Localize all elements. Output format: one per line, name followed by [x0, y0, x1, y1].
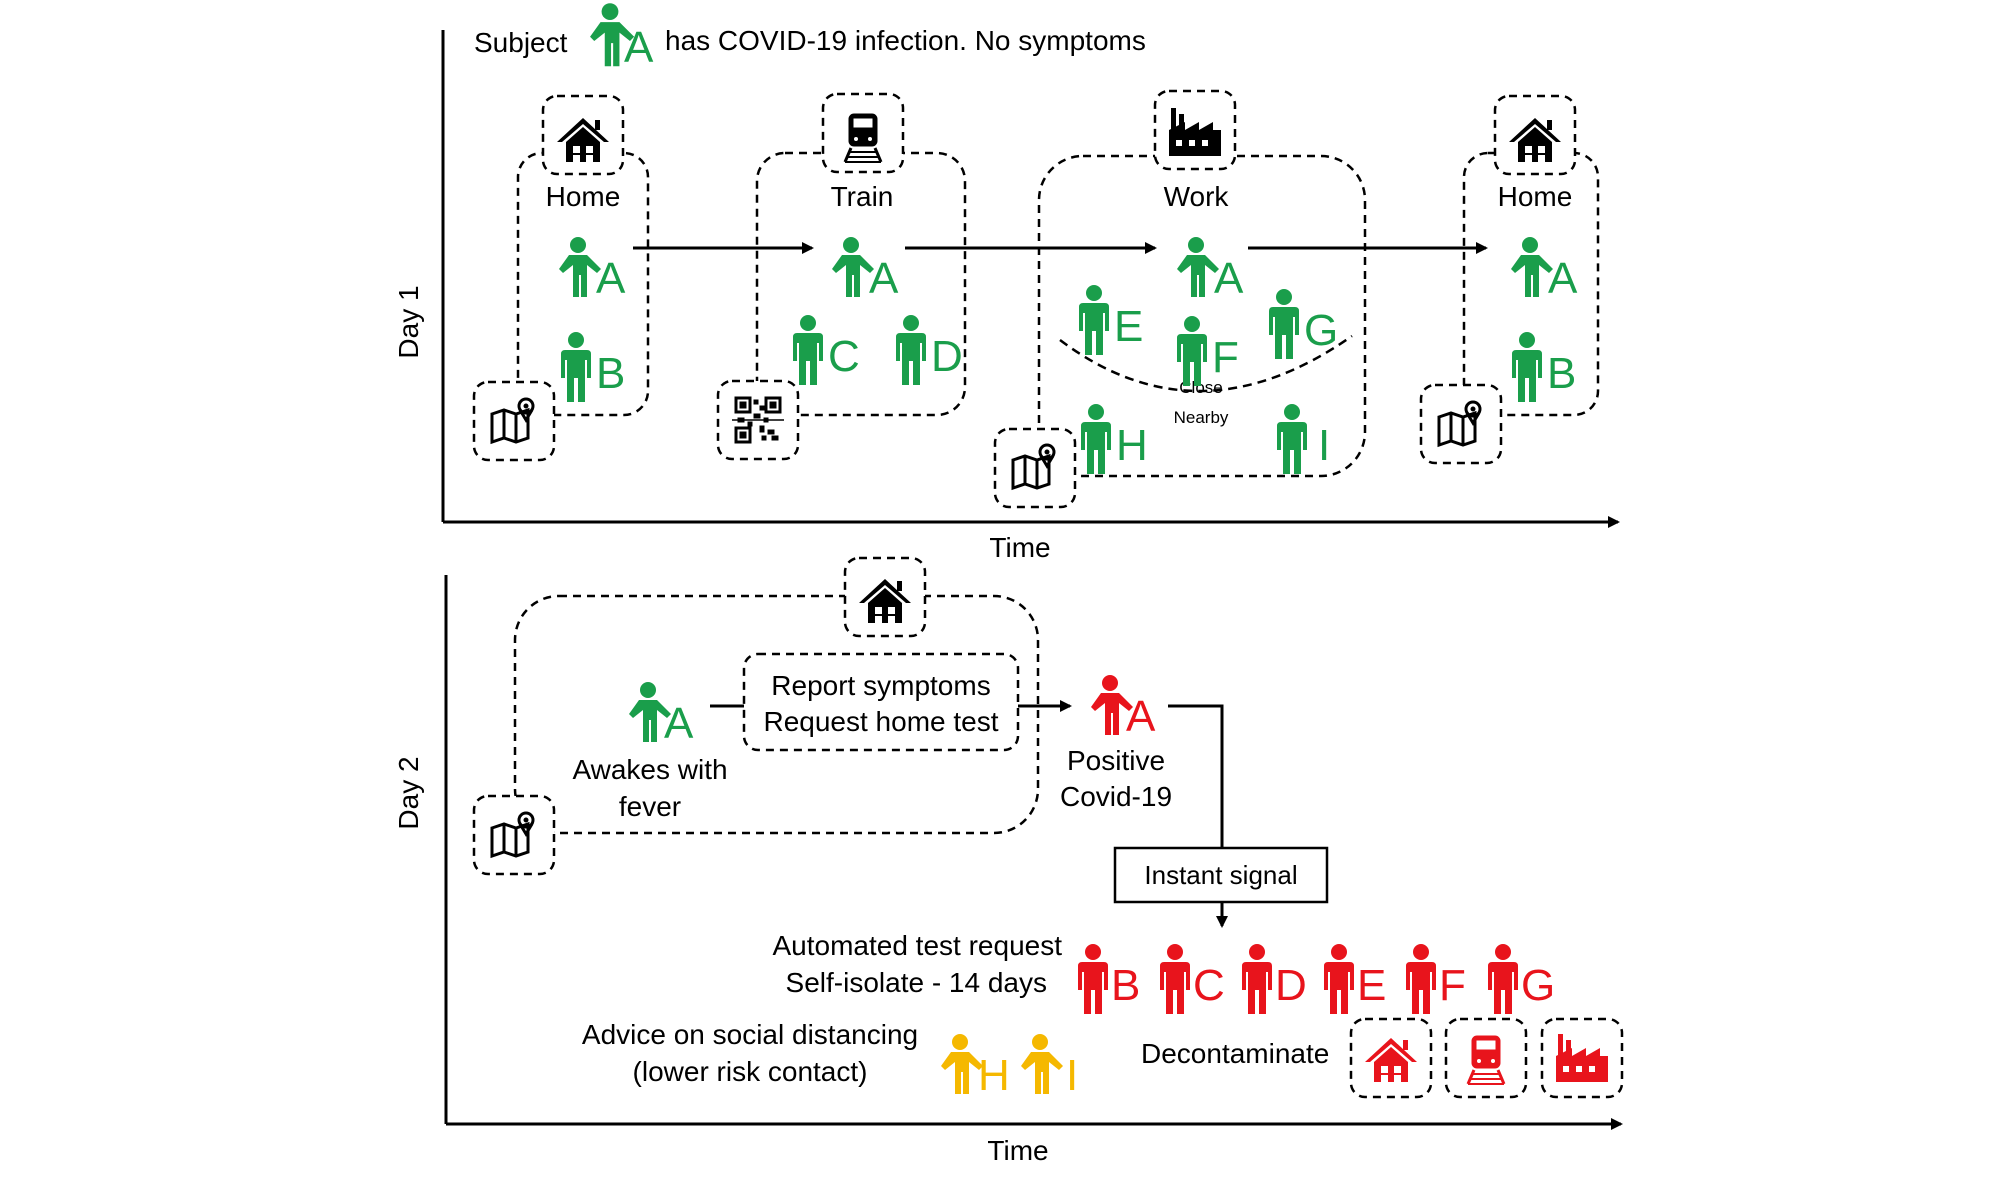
- svg-text:A: A: [1126, 692, 1156, 741]
- subject-prefix: Subject: [474, 27, 568, 58]
- subject-a-positive: A: [1091, 675, 1156, 741]
- automated-line1: Automated test request: [772, 930, 1062, 961]
- subject-a-awake: A: [629, 682, 694, 748]
- svg-text:D: D: [931, 332, 963, 381]
- svg-text:C: C: [828, 332, 860, 381]
- person-a: A: [559, 237, 626, 303]
- location-label: Home: [546, 181, 621, 212]
- svg-text:E: E: [1114, 302, 1143, 351]
- svg-text:A: A: [664, 699, 694, 748]
- signal-line: [1168, 704, 1224, 848]
- day1-axis-label: Day 1: [393, 285, 424, 358]
- positive-line1: Positive: [1067, 745, 1165, 776]
- location-home-2: Home: [1419, 94, 1600, 465]
- person-h: H: [1081, 404, 1148, 474]
- high-risk-contacts: B C D E F G: [1078, 944, 1555, 1014]
- report-symptoms-box: Report symptoms Request home test: [742, 652, 1020, 752]
- person-b: B: [1512, 332, 1576, 402]
- person-b: B: [561, 332, 625, 402]
- awakes-label-line2: fever: [619, 791, 681, 822]
- nearby-label: Nearby: [1174, 408, 1229, 427]
- person-h: H: [941, 1034, 1010, 1100]
- svg-text:F: F: [1439, 961, 1466, 1010]
- svg-text:B: B: [1111, 961, 1140, 1010]
- report-line2: Request home test: [763, 706, 998, 737]
- close-label: Close: [1179, 378, 1222, 397]
- decontaminate-label: Decontaminate: [1141, 1038, 1329, 1069]
- advice-line1: Advice on social distancing: [582, 1019, 918, 1050]
- person-g: G: [1269, 289, 1338, 359]
- person-b: B: [1078, 944, 1140, 1014]
- location-label: Home: [1498, 181, 1573, 212]
- day1-people: A B A C D A E F G H I A B: [559, 237, 1578, 474]
- svg-text:I: I: [1066, 1051, 1078, 1100]
- person-f: F: [1406, 944, 1466, 1014]
- day2-home-boundary: [472, 556, 1040, 876]
- day2-time-label: Time: [987, 1135, 1048, 1166]
- person-i: I: [1277, 404, 1330, 474]
- person-e: E: [1324, 944, 1386, 1014]
- svg-text:C: C: [1193, 961, 1225, 1010]
- svg-text:A: A: [1214, 254, 1244, 303]
- automated-line2: Self-isolate - 14 days: [786, 967, 1047, 998]
- person-d: D: [896, 315, 963, 385]
- location-home-1: Home: [472, 94, 650, 462]
- svg-text:E: E: [1357, 961, 1386, 1010]
- decontaminate-icons: [1349, 1017, 1624, 1099]
- location-label: Train: [831, 181, 894, 212]
- svg-text:A: A: [596, 254, 626, 303]
- svg-text:B: B: [1547, 349, 1576, 398]
- low-risk-contacts: H I: [941, 1034, 1078, 1100]
- subject-description: has COVID-19 infection. No symptoms: [665, 25, 1146, 56]
- person-c: C: [1160, 944, 1225, 1014]
- svg-text:A: A: [869, 254, 899, 303]
- svg-text:A: A: [1548, 254, 1578, 303]
- instant-signal-box: Instant signal: [1113, 846, 1329, 904]
- positive-line2: Covid-19: [1060, 781, 1172, 812]
- svg-text:F: F: [1212, 333, 1239, 382]
- svg-text:G: G: [1521, 961, 1555, 1010]
- close-contact-boundary: [1059, 334, 1353, 393]
- day1-time-label: Time: [989, 532, 1050, 563]
- day2-axis-label: Day 2: [393, 756, 424, 829]
- svg-text:G: G: [1304, 306, 1338, 355]
- day2-panel: Day 2 Time A Awakes with fever Report sy…: [393, 556, 1624, 1166]
- location-train: Train: [716, 92, 967, 461]
- person-g: G: [1488, 944, 1555, 1014]
- report-line1: Report symptoms: [771, 670, 990, 701]
- subject-a-letter: A: [624, 23, 654, 72]
- location-work: Work Close Nearby: [993, 89, 1367, 509]
- person-i: I: [1021, 1034, 1078, 1100]
- person-d: D: [1242, 944, 1307, 1014]
- svg-text:B: B: [596, 349, 625, 398]
- svg-text:H: H: [1116, 421, 1148, 470]
- person-a: A: [1177, 237, 1244, 303]
- person-a: A: [1511, 237, 1578, 303]
- person-a: A: [832, 237, 899, 303]
- location-label: Work: [1164, 181, 1230, 212]
- person-f: F: [1177, 316, 1239, 386]
- advice-line2: (lower risk contact): [633, 1056, 868, 1087]
- svg-text:D: D: [1275, 961, 1307, 1010]
- person-c: C: [793, 315, 860, 385]
- awakes-label-line1: Awakes with: [572, 754, 727, 785]
- svg-text:H: H: [978, 1051, 1010, 1100]
- day1-panel: Day 1 Time Home Train Work: [393, 30, 1620, 563]
- instant-signal-label: Instant signal: [1144, 860, 1297, 890]
- person-e: E: [1079, 285, 1143, 355]
- svg-text:I: I: [1318, 421, 1330, 470]
